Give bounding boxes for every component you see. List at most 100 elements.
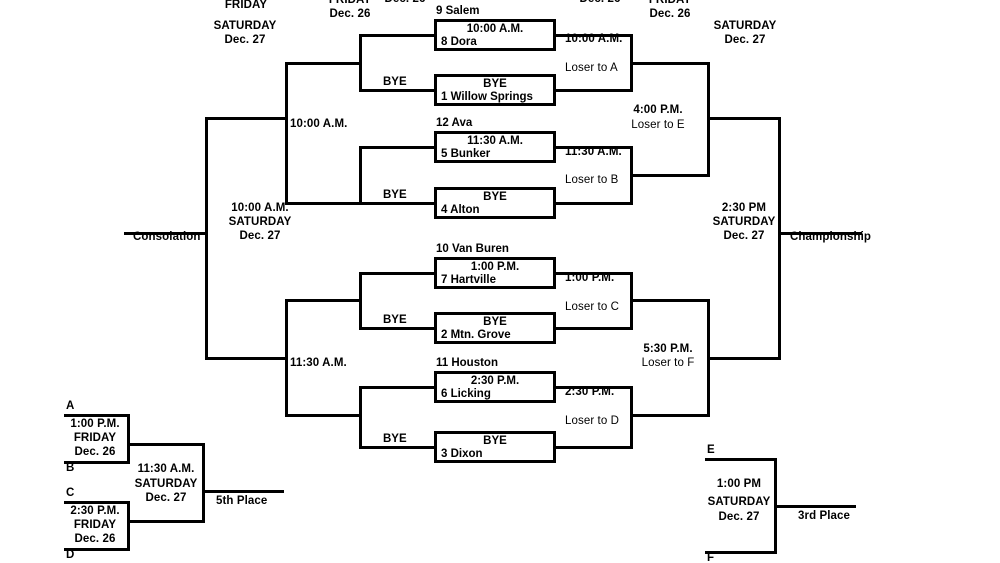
connector-final-vertical — [778, 117, 781, 360]
consolation-feeder-g5-line — [359, 272, 437, 275]
quarterfinal-loser-q4: Loser to D — [565, 415, 620, 427]
round1-box-g6[interactable]: BYE 2 Mtn. Grove — [434, 312, 556, 344]
third-slot-f: F — [707, 552, 715, 563]
header-top-right-date-only: Dec. 26 — [550, 0, 650, 7]
round1-seed-bottom-g2: 1 Willow Springs — [441, 90, 533, 103]
consolation-feeder-g3-line — [359, 146, 437, 149]
consolation-label: Consolation — [133, 231, 201, 243]
round1-seed-bottom-g4: 4 Alton — [441, 203, 480, 216]
semifinal-loser-s2: Loser to F — [641, 357, 695, 369]
round1-time-g5: 1:00 P.M. — [470, 260, 520, 273]
fifth-line-a — [64, 414, 130, 417]
connector-final-bottom — [707, 357, 781, 360]
third-final-date: Dec. 27 — [718, 511, 760, 523]
header-friday-date-b: Dec. 26 — [649, 7, 691, 20]
final-time: 2:30 PM — [721, 202, 767, 214]
round1-box-g1[interactable]: 10:00 A.M. 8 Dora — [434, 19, 556, 51]
header-date-only-left: Dec. 26 — [355, 0, 455, 7]
fifth-final-date: Dec. 27 — [145, 492, 187, 504]
consolation-feeder-g7g8-vertical — [359, 386, 362, 449]
consolation-upper-vertical — [285, 62, 288, 205]
round1-box-g4[interactable]: BYE 4 Alton — [434, 187, 556, 219]
consolation-feeder-g4-line — [359, 202, 437, 205]
third-line-f — [705, 551, 777, 554]
third-slot-e: E — [707, 444, 715, 456]
championship-label: Championship — [790, 231, 872, 243]
header-friday-label-a: FRIDAY — [328, 0, 372, 6]
third-final-time: 1:00 PM — [716, 478, 762, 490]
round1-time-g4: BYE — [483, 190, 507, 203]
fifth-slot-b: B — [66, 462, 75, 474]
fifth-line-c — [64, 501, 130, 504]
header-friday-label-b: FRIDAY — [648, 0, 692, 6]
connector-q2-bottom — [553, 202, 633, 205]
fifth-vertical-ab — [127, 414, 130, 464]
header-top-left-date-only: Dec. 26 — [355, 0, 455, 7]
header-top-left-saturday: SATURDAY Dec. 27 — [190, 20, 300, 47]
consolation-feeder-time-2: 11:30 A.M. — [290, 357, 347, 369]
fifth-game-ab-date: Dec. 26 — [74, 446, 116, 458]
round1-box-g5[interactable]: 1:00 P.M. 7 Hartville — [434, 257, 556, 289]
round1-bye-label-g8: BYE — [383, 433, 407, 445]
connector-q4-bottom — [553, 446, 633, 449]
third-place-line — [774, 505, 856, 508]
fifth-line-d — [64, 548, 130, 551]
fifth-place-line — [202, 490, 284, 493]
round1-seed-bottom-g8: 3 Dixon — [441, 447, 483, 460]
round1-seed-top-g7: 11 Houston — [436, 357, 498, 369]
consolation-feeder-g7-line — [359, 386, 437, 389]
connector-q4-vertical — [630, 386, 633, 449]
header-saturday-day-right: SATURDAY — [713, 20, 777, 32]
fifth-game-cd-time: 2:30 P.M. — [70, 505, 120, 517]
consolation-feeder-g2-line — [359, 89, 437, 92]
fifth-final-bottom-line — [127, 520, 205, 523]
consolation-final-time: 10:00 A.M. — [231, 202, 289, 214]
championship-line — [778, 232, 862, 235]
fifth-game-cd-date: Dec. 26 — [74, 533, 116, 545]
round1-seed-top-g1: 9 Salem — [436, 5, 480, 17]
quarterfinal-loser-q2: Loser to B — [565, 174, 619, 186]
consolation-feeder-g6-line — [359, 327, 437, 330]
connector-s1-bottom — [630, 174, 710, 177]
round1-time-g7: 2:30 P.M. — [470, 374, 520, 387]
connector-s2-bottom — [630, 414, 710, 417]
fifth-line-b — [64, 461, 130, 464]
header-date-only-right: Dec. 26 — [550, 0, 650, 7]
connector-s1-top — [630, 62, 710, 65]
round1-box-g7[interactable]: 2:30 P.M. 6 Licking — [434, 371, 556, 403]
round1-seed-bottom-g7: 6 Licking — [441, 387, 491, 400]
round1-box-g2[interactable]: BYE 1 Willow Springs — [434, 74, 556, 106]
fifth-slot-c: C — [66, 487, 75, 499]
round1-seed-bottom-g5: 7 Hartville — [441, 273, 496, 286]
consolation-feeder-g1g2-out — [285, 62, 362, 65]
round1-box-g8[interactable]: BYE 3 Dixon — [434, 431, 556, 463]
quarterfinal-loser-q3: Loser to C — [565, 301, 620, 313]
consolation-feeder-g5g6-out — [285, 299, 362, 302]
final-date: Dec. 27 — [723, 230, 765, 242]
round1-bye-label-g4: BYE — [383, 189, 407, 201]
connector-q1-top — [553, 34, 633, 37]
round1-time-g6: BYE — [483, 315, 507, 328]
quarterfinal-loser-q1: Loser to A — [565, 62, 618, 74]
consolation-feeder-time-1: 10:00 A.M. — [290, 118, 348, 130]
header-top-left-friday-day: FRIDAY — [224, 0, 268, 11]
semifinal-time-s1: 4:00 P.M. — [633, 104, 683, 116]
round1-box-g3[interactable]: 11:30 A.M. 5 Bunker — [434, 131, 556, 163]
connector-q3-top — [553, 272, 633, 275]
round1-seed-bottom-g1: 8 Dora — [441, 35, 477, 48]
fifth-game-ab-time: 1:00 P.M. — [70, 418, 120, 430]
fifth-game-ab-day: FRIDAY — [73, 432, 117, 444]
round1-seed-top-g5: 10 Van Buren — [436, 243, 509, 255]
header-top-right-saturday: SATURDAY Dec. 27 — [690, 20, 800, 47]
quarterfinal-time-q3: 1:00 P.M. — [565, 272, 615, 284]
connector-q3-bottom — [553, 327, 633, 330]
quarterfinal-time-q4: 2:30 P.M. — [565, 386, 615, 398]
third-line-e — [705, 458, 777, 461]
fifth-final-vertical — [202, 443, 205, 523]
header-saturday-day-left: SATURDAY — [213, 20, 277, 32]
quarterfinal-time-q1: 10:00 A.M. — [565, 33, 623, 45]
consolation-feeder-g1-line — [359, 34, 437, 37]
header-top-right-friday: FRIDAY Dec. 26 — [620, 0, 720, 21]
round1-seed-bottom-g3: 5 Bunker — [441, 147, 491, 160]
